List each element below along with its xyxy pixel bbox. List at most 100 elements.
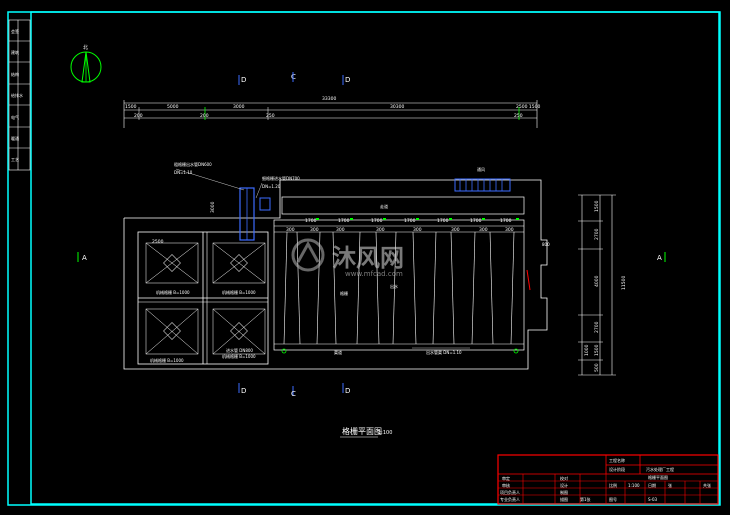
dim-bay: 300 <box>451 227 460 233</box>
dim-internal: 1700 <box>371 218 383 224</box>
dim-right-seg: 1500 <box>594 200 600 212</box>
section-marker-left: A <box>82 254 87 262</box>
dim-right-seg: 4000 <box>594 275 600 287</box>
dim-right-seg: 1000 <box>584 344 590 356</box>
tb-scale-value: 1:100 <box>628 483 640 488</box>
axis-letter: D <box>345 76 350 84</box>
dim-top-sub: 250 <box>514 113 523 119</box>
dim-right-seg: 2700 <box>594 321 600 333</box>
tb-row-label: 专业负责人 <box>500 496 520 502</box>
dim-vertical: 3000 <box>210 201 216 213</box>
dim-left-room: 2500 <box>152 239 164 245</box>
note-walkway: 走道 <box>380 203 388 209</box>
note-pipe-right-2: DN=1.20 <box>262 184 281 189</box>
note-pipe-top: 粗格栅出水管DN600 <box>174 161 212 167</box>
dim-right-total: 11500 <box>621 276 627 290</box>
tb-row-label: 描图 <box>560 496 568 502</box>
axis-markers-top: D C D <box>238 72 350 85</box>
side-stamp-item: 结构 <box>11 71 19 77</box>
tb-row-label: 制图 <box>560 489 568 495</box>
axis-letter: C <box>291 390 296 398</box>
side-stamp-item: 给排水 <box>11 92 23 98</box>
axis-markers-bottom: D C D <box>238 383 350 398</box>
note-sump: 机械格栅 B=1000 <box>222 353 256 359</box>
watermark: 沐风网 www.mfcad.com <box>291 238 404 278</box>
top-dimension: 33300 1500 5000 3000 30300 2500 1500 200… <box>123 96 540 128</box>
axis-letter: D <box>345 387 350 395</box>
sump-cell <box>145 242 199 284</box>
side-stamp-item: 建筑 <box>11 49 19 55</box>
dim-internal: 1700 <box>404 218 416 224</box>
side-stamp: 会签 建筑 结构 给排水 电气 暖通 工艺 <box>8 19 31 171</box>
dim-internal: 1700 <box>305 218 317 224</box>
tb-drawing-no-value: S-03 <box>648 497 658 502</box>
right-dimension: 11500 1500 2700 4000 2700 1500 1000 500 <box>578 194 627 376</box>
dim-internal: 1700 <box>338 218 350 224</box>
dim-bay: 300 <box>310 227 319 233</box>
dim-top-seg: 30300 <box>390 104 404 110</box>
north-arrow: 北 <box>70 44 102 83</box>
north-label: 北 <box>83 44 88 51</box>
dim-top-seg: 1500 <box>125 104 137 110</box>
dim-top-sub: 250 <box>266 113 275 119</box>
dim-right-seg: 1500 <box>594 344 600 356</box>
dim-top-seg: 5000 <box>167 104 179 110</box>
section-marker-right: A <box>657 254 662 262</box>
dim-top-seg: 3000 <box>233 104 245 110</box>
note-bottom-left: 进水管 DN800 <box>226 347 253 353</box>
dim-bay: 300 <box>336 227 345 233</box>
note-bottom-right: 出水管渠 DN=1.10 <box>426 349 462 355</box>
dim-internal: 1700 <box>437 218 449 224</box>
tb-row-label: 项目负责人 <box>500 489 520 495</box>
watermark-logo-icon <box>291 238 325 272</box>
axis-letter: D <box>241 387 246 395</box>
note-pipe-right: 细格栅进水管DN700 <box>262 175 300 181</box>
side-stamp-item: 暖通 <box>11 135 19 141</box>
dim-top-sub: 200 <box>200 113 209 119</box>
dim-bay: 300 <box>505 227 514 233</box>
dim-bay: 300 <box>479 227 488 233</box>
tb-sub-project: 污水处理厂工程 <box>646 466 674 472</box>
note-vent: 通风 <box>477 166 485 172</box>
note-channel: 格栅 <box>340 290 348 296</box>
tb-row-label: 审核 <box>502 482 510 488</box>
note-800: 800 <box>542 242 550 247</box>
tb-row-label: 审定 <box>502 475 510 481</box>
sump-cell <box>145 308 199 355</box>
tb-row-label: 校对 <box>560 475 568 481</box>
note-bottom-mid: 渠道 <box>334 349 342 355</box>
tb-scale-label: 比例 <box>609 482 617 488</box>
tb-drawing-name: 格栅平面图 <box>648 474 668 480</box>
note-sump: 机械格栅 B=1000 <box>156 289 190 295</box>
tb-row-label: 设计 <box>560 482 568 488</box>
side-stamp-item: 工艺 <box>11 157 19 162</box>
tb-project-name: 工程名称 <box>609 457 625 463</box>
dim-right-seg: 2700 <box>594 228 600 240</box>
drawing-title-text: 格栅平面图 <box>342 426 382 436</box>
watermark-url: www.mfcad.com <box>345 270 403 278</box>
section-markers: A A <box>77 252 666 262</box>
sump-cell <box>212 308 266 355</box>
dim-bay: 300 <box>413 227 422 233</box>
note-outlet: 出水 <box>390 283 398 289</box>
tb-total-label: 共张 <box>703 482 711 488</box>
dim-internal: 1700 <box>470 218 482 224</box>
axis-letter: D <box>241 76 246 84</box>
dim-right-seg: 500 <box>594 363 600 372</box>
dim-bay: 300 <box>376 227 385 233</box>
note-sump: 机械格栅 B=1000 <box>150 357 184 363</box>
tb-date-label: 日期 <box>648 482 656 488</box>
screen-bars <box>283 231 515 345</box>
drawing-title: 格栅平面图 1:100 <box>340 426 392 438</box>
tb-design-stage: 设计阶段 <box>609 466 625 472</box>
note-pipe-top-2: DN=1.10 <box>174 170 193 175</box>
side-stamp-item: 电气 <box>11 114 19 120</box>
bar-ticks <box>316 218 519 220</box>
side-stamp-item: 会签 <box>11 28 19 34</box>
sump-cell <box>212 242 266 284</box>
title-block: 工程名称 设计阶段 污水处理厂工程 格栅平面图 审定 校对 审核 设计 项目负责… <box>497 454 719 505</box>
dim-internal: 1700 <box>500 218 512 224</box>
tb-sheet-value: 第1张 <box>580 496 591 502</box>
dim-top-sub: 200 <box>134 113 143 119</box>
